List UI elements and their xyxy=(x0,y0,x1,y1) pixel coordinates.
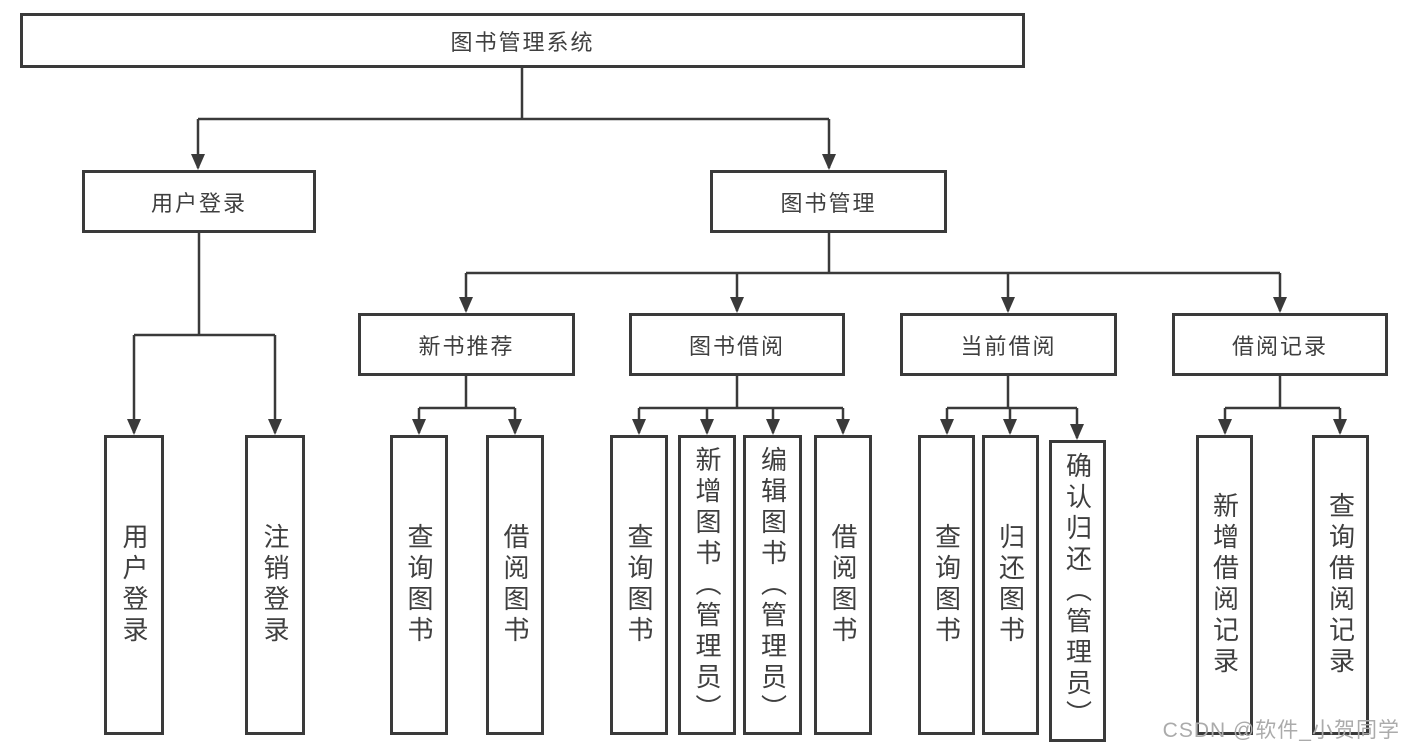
leaf-current-query-book-label: 查询图书 xyxy=(931,523,962,647)
leaf-recommend-query-book-label: 查询图书 xyxy=(404,523,434,647)
leaf-current-confirm-return-admin-label: 确认归还（管理员） xyxy=(1062,451,1093,731)
node-new-book-recommend: 新书推荐 xyxy=(358,313,575,376)
leaf-recommend-borrow-book-label: 借阅图书 xyxy=(500,523,530,647)
node-current-borrow-label: 当前借阅 xyxy=(960,333,1057,359)
node-book-management-label: 图书管理 xyxy=(780,190,877,216)
leaf-recommend-query-book: 查询图书 xyxy=(390,435,448,735)
leaf-records-add-record: 新增借阅记录 xyxy=(1196,435,1253,735)
node-root: 图书管理系统 xyxy=(20,13,1025,68)
leaf-borrow-edit-book-admin: 编辑图书（管理员） xyxy=(743,435,802,735)
node-root-label: 图书管理系统 xyxy=(450,29,595,55)
leaf-borrow-edit-book-admin-label: 编辑图书（管理员） xyxy=(757,445,788,725)
leaf-borrow-borrow-book: 借阅图书 xyxy=(814,435,872,735)
arrowheads xyxy=(127,154,1347,440)
leaf-current-return-book-label: 归还图书 xyxy=(995,523,1026,647)
leaf-current-confirm-return-admin: 确认归还（管理员） xyxy=(1049,440,1106,742)
node-user-login-label: 用户登录 xyxy=(150,190,247,216)
leaf-logout-label: 注销登录 xyxy=(260,523,290,647)
node-current-borrow: 当前借阅 xyxy=(900,313,1117,376)
node-user-login: 用户登录 xyxy=(82,170,316,233)
leaf-records-add-record-label: 新增借阅记录 xyxy=(1209,492,1240,678)
leaf-user-login: 用户登录 xyxy=(104,435,164,735)
node-book-borrow-label: 图书借阅 xyxy=(688,333,785,359)
node-new-book-recommend-label: 新书推荐 xyxy=(418,333,515,359)
leaf-logout: 注销登录 xyxy=(245,435,305,735)
node-borrow-records-label: 借阅记录 xyxy=(1231,333,1328,359)
leaf-borrow-borrow-book-label: 借阅图书 xyxy=(828,523,858,647)
leaf-borrow-query-book: 查询图书 xyxy=(610,435,668,735)
leaf-borrow-add-book-admin: 新增图书（管理员） xyxy=(678,435,736,735)
leaf-records-query-record-label: 查询借阅记录 xyxy=(1325,492,1356,678)
connector-paths xyxy=(132,68,1342,438)
node-borrow-records: 借阅记录 xyxy=(1172,313,1388,376)
node-book-borrow: 图书借阅 xyxy=(629,313,845,376)
leaf-current-return-book: 归还图书 xyxy=(982,435,1039,735)
leaf-current-query-book: 查询图书 xyxy=(918,435,975,735)
leaf-borrow-add-book-admin-label: 新增图书（管理员） xyxy=(692,445,722,725)
leaf-borrow-query-book-label: 查询图书 xyxy=(624,523,654,647)
leaf-user-login-label: 用户登录 xyxy=(119,523,149,647)
csdn-watermark: CSDN @软件_小贺同学 xyxy=(1162,719,1400,742)
leaf-recommend-borrow-book: 借阅图书 xyxy=(486,435,544,735)
leaf-records-query-record: 查询借阅记录 xyxy=(1312,435,1369,735)
node-book-management: 图书管理 xyxy=(710,170,947,233)
